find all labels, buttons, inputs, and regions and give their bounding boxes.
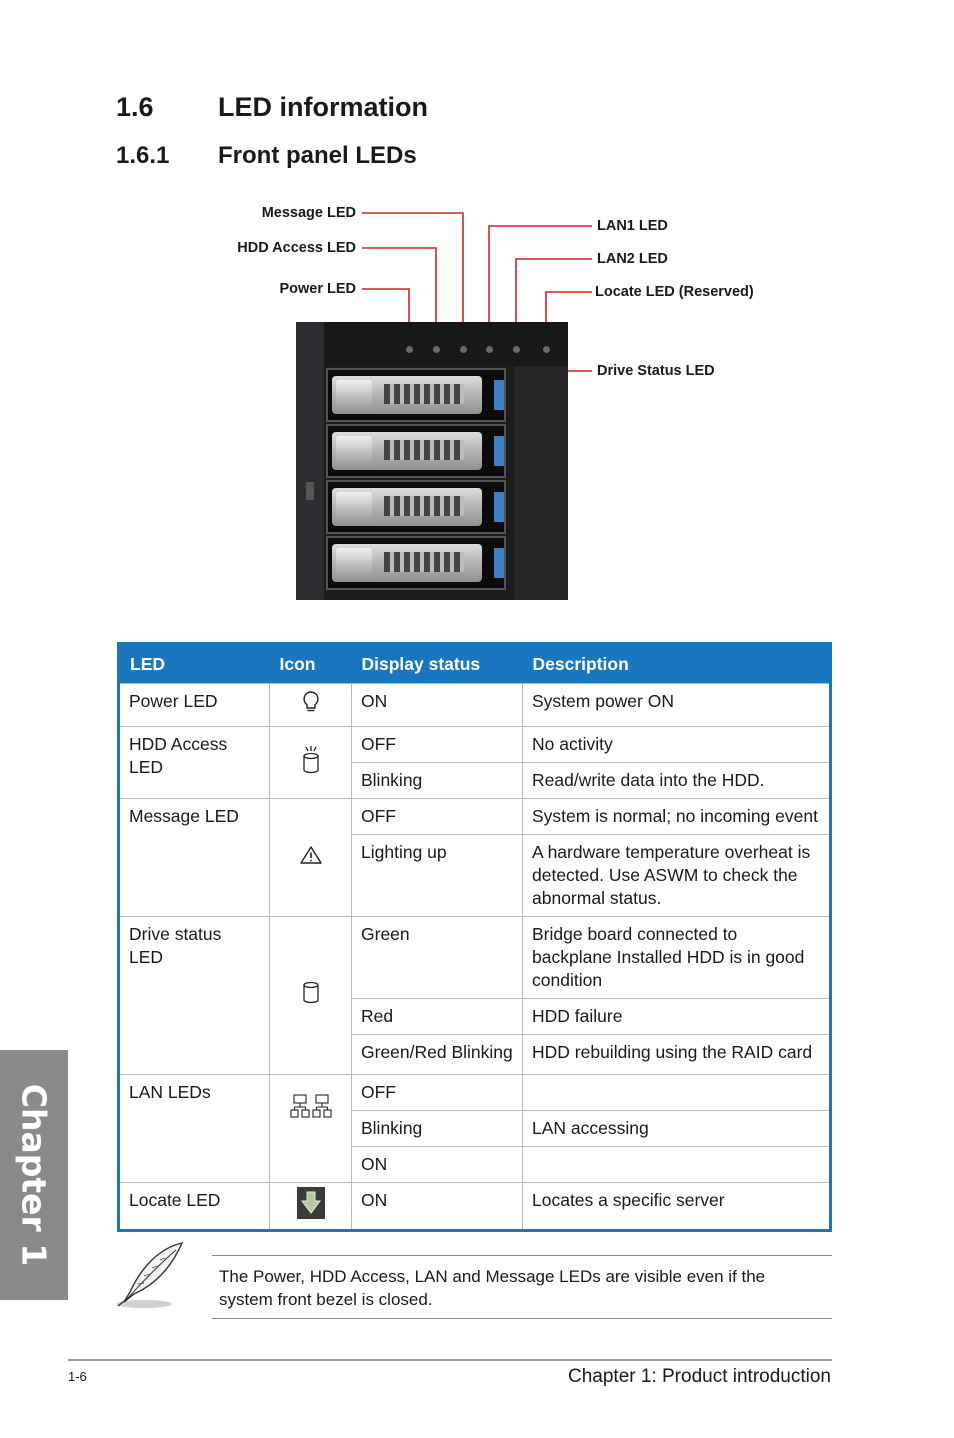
description: HDD failure	[522, 998, 831, 1035]
lan1-led-dot	[486, 346, 493, 353]
led-name: Power LED	[118, 683, 270, 727]
display-status: ON	[351, 683, 523, 727]
locate-icon	[296, 1187, 325, 1219]
description: HDD rebuilding using the RAID card	[522, 1034, 831, 1075]
footer-rule	[68, 1359, 832, 1361]
table-row: HDD Access LED OFF No activity	[118, 726, 831, 799]
section-title: LED information	[218, 92, 428, 122]
lan2-callout-line	[515, 258, 592, 345]
table-row: Power LED ON System power ON	[118, 683, 831, 727]
page-number: 1-6	[68, 1369, 87, 1384]
display-status: Red	[351, 998, 523, 1035]
description: A hardware temperature overheat is detec…	[522, 834, 831, 917]
subsection-heading: 1.6.1 Front panel LEDs	[116, 142, 417, 170]
led-table: LED Icon Display status Description Powe…	[117, 642, 832, 1232]
locate-led-callout: Locate LED (Reserved)	[595, 284, 754, 300]
display-status: OFF	[351, 726, 523, 763]
message-led-callout: Message LED	[261, 205, 356, 221]
server-front-panel-image	[296, 322, 568, 600]
description: System power ON	[522, 683, 831, 727]
led-name: Drive status LED	[118, 916, 270, 1075]
description: Bridge board connected to backplane Inst…	[522, 916, 831, 999]
note-text: The Power, HDD Access, LAN and Message L…	[219, 1267, 766, 1309]
power-led-callout: Power LED	[279, 281, 356, 297]
hdd-access-led-dot	[433, 346, 440, 353]
description	[522, 1074, 831, 1111]
description: No activity	[522, 726, 831, 763]
header-description: Description	[522, 643, 831, 684]
chassis-led-band	[324, 322, 568, 366]
display-status: OFF	[351, 798, 523, 835]
led-name: Locate LED	[118, 1182, 270, 1231]
chassis-right-column	[514, 366, 568, 600]
hdd-access-callout-line	[362, 247, 437, 345]
chassis-left-column	[296, 322, 324, 600]
lan1-callout-line	[488, 225, 592, 345]
description: System is normal; no incoming event	[522, 798, 831, 835]
warning-icon	[299, 845, 322, 864]
chapter-side-tab: Chapter 1	[0, 1050, 68, 1300]
description: LAN accessing	[522, 1110, 831, 1147]
drive-status-led-callout: Drive Status LED	[597, 363, 715, 379]
hdd-access-icon	[302, 745, 319, 773]
subsection-number: 1.6.1	[116, 142, 170, 169]
power-led-dot	[406, 346, 413, 353]
network-icon	[289, 1094, 332, 1118]
table-row: Drive status LED Green Bridge board conn…	[118, 916, 831, 1075]
description: Read/write data into the HDD.	[522, 762, 831, 799]
drive-bay	[326, 536, 506, 590]
drive-bay	[326, 368, 506, 422]
header-led: LED	[118, 643, 270, 684]
note-bottom-rule	[212, 1318, 832, 1319]
led-name: LAN LEDs	[118, 1074, 270, 1183]
table-row: Red HDD failure	[119, 998, 831, 1035]
front-panel-diagram: Message LED HDD Access LED Power LED LAN…	[0, 190, 954, 610]
table-row: Locate LED ON Locates a specific server	[118, 1182, 831, 1231]
feather-note-icon	[116, 1242, 184, 1308]
lightbulb-icon	[302, 691, 319, 712]
table-header-row: LED Icon Display status Description	[118, 643, 831, 684]
message-callout-line	[362, 212, 464, 345]
chapter-side-tab-label: Chapter 1	[14, 1083, 54, 1267]
description	[522, 1146, 831, 1183]
table-row: LAN LEDs OFF	[118, 1074, 831, 1183]
lan2-led-dot	[513, 346, 520, 353]
lan2-led-callout: LAN2 LED	[597, 251, 668, 267]
table-row: Message LED OFF System is normal; no inc…	[118, 798, 831, 917]
subsection-title: Front panel LEDs	[218, 142, 417, 169]
header-display-status: Display status	[351, 643, 523, 684]
display-status: Green	[351, 916, 523, 999]
hdd-access-led-callout: HDD Access LED	[237, 240, 356, 256]
locate-led-dot	[543, 346, 550, 353]
section-heading: 1.6 LED information	[116, 92, 428, 123]
display-status: Green/Red Blinking	[351, 1034, 523, 1075]
table-row: ON	[119, 1146, 831, 1183]
led-name: HDD Access LED	[118, 726, 270, 799]
table-row: Blinking Read/write data into the HDD.	[119, 762, 831, 799]
display-status: Blinking	[351, 1110, 523, 1147]
display-status: Lighting up	[351, 834, 523, 917]
display-status: ON	[351, 1146, 523, 1183]
chassis-knob	[306, 482, 314, 500]
section-number: 1.6	[116, 92, 154, 122]
drive-bay	[326, 424, 506, 478]
note-top-rule	[212, 1255, 832, 1256]
display-status: ON	[351, 1182, 523, 1231]
table-row: Green/Red Blinking HDD rebuilding using …	[119, 1034, 831, 1075]
display-status: Blinking	[351, 762, 523, 799]
footer-chapter-title: Chapter 1: Product introduction	[568, 1366, 831, 1387]
drive-bay	[326, 480, 506, 534]
led-name: Message LED	[118, 798, 270, 917]
display-status: OFF	[351, 1074, 523, 1111]
description: Locates a specific server	[522, 1182, 831, 1231]
callout-lines	[362, 212, 592, 372]
header-icon: Icon	[269, 643, 352, 684]
message-led-dot	[460, 346, 467, 353]
lan1-led-callout: LAN1 LED	[597, 218, 668, 234]
drive-icon	[302, 981, 319, 1003]
